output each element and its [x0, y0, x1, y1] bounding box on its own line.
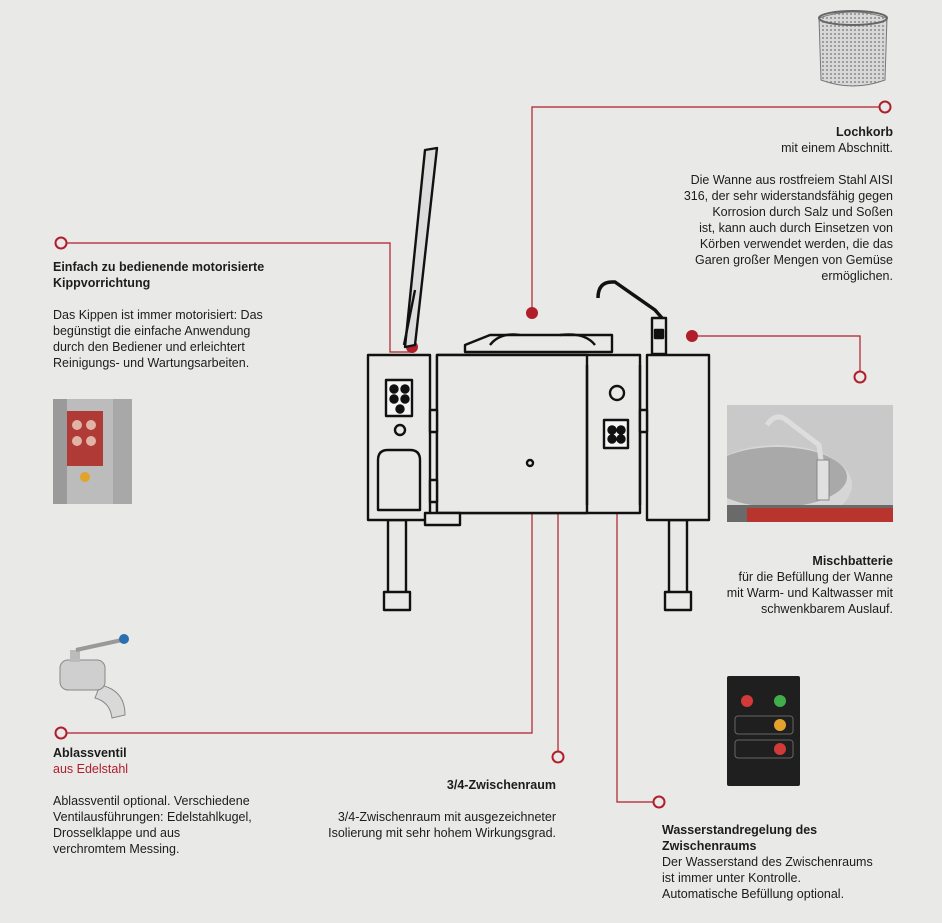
callout-lochkorb: Lochkorb mit einem Abschnitt. Die Wanne …: [640, 124, 893, 284]
kettle-diagram: [366, 146, 711, 612]
callout-body-line: Reinigungs- und Wartungsarbeiten.: [53, 356, 250, 370]
callout-body-line: ist, kann auch durch Einsetzen von: [699, 221, 893, 235]
callout-body-line: Automatische Befüllung optional.: [662, 887, 845, 901]
callout-body-line: 3/4-Zwischenraum mit ausgezeichneter: [337, 810, 556, 824]
callout-title: Zwischenraums: [662, 839, 757, 853]
marker-ring-ablass: [54, 726, 68, 740]
callout-body-line: für die Befüllung der Wanne: [738, 570, 894, 584]
callout-body-line: schwenkbarem Auslauf.: [760, 602, 893, 616]
callout-ablassventil: Ablassventil aus Edelstahl Ablassventil …: [53, 745, 313, 857]
callout-title: Einfach zu bedienende motorisierte: [53, 260, 265, 274]
callout-title: Mischbatterie: [812, 554, 893, 568]
callout-body-line: 316, der sehr widerstandsfähig gegen: [683, 189, 893, 203]
callout-title: Lochkorb: [836, 125, 893, 139]
callout-body-line: Ablassventil optional. Verschiedene: [53, 794, 250, 808]
callout-body-line: durch den Bediener und erleichtert: [53, 340, 245, 354]
marker-ring-kipp: [54, 236, 68, 250]
water-control-panel-image: [727, 676, 800, 786]
drain-valve-image: [59, 634, 129, 719]
callout-mischbatterie: Mischbatterie für die Befüllung der Wann…: [663, 553, 893, 617]
marker-ring-mischbatterie: [853, 370, 867, 384]
marker-ring-lochkorb: [878, 100, 892, 114]
callout-body-line: ermöglichen.: [821, 269, 893, 283]
callout-subtitle: aus Edelstahl: [53, 762, 129, 776]
callout-body-line: ist immer unter Kontrolle.: [662, 871, 801, 885]
marker-dot-lochkorb: [526, 307, 538, 319]
callout-body-line: Die Wanne aus rostfreiem Stahl AISI: [690, 173, 893, 187]
marker-dot-mischbatterie: [686, 330, 698, 342]
callout-body-line: mit Warm- und Kaltwasser mit: [726, 586, 893, 600]
callout-body-line: verchromtem Messing.: [53, 842, 180, 856]
marker-ring-wasser: [652, 795, 666, 809]
callout-body-line: Der Wasserstand des Zwischenraums: [662, 855, 873, 869]
callout-body-line: Das Kippen ist immer motorisiert: Das: [53, 308, 263, 322]
callout-zwischenraum: 3/4-Zwischenraum 3/4-Zwischenraum mit au…: [296, 777, 556, 841]
callout-body-line: Isolierung mit sehr hohem Wirkungsgrad.: [328, 826, 556, 840]
callout-title: 3/4-Zwischenraum: [446, 778, 556, 792]
callout-title: Kippvorrichtung: [53, 276, 151, 290]
callout-subtitle: mit einem Abschnitt.: [781, 141, 893, 155]
callout-body-line: Garen großer Mengen von Gemüse: [694, 253, 893, 267]
basket-image: [818, 10, 888, 87]
callout-body-line: Drosselklappe und aus: [53, 826, 181, 840]
callout-body-line: Körben verwendet werden, die das: [699, 237, 893, 251]
callout-title: Ablassventil: [53, 746, 127, 760]
faucet-image: [727, 405, 893, 522]
callout-wasserstand: Wasserstandregelung des Zwischenraums De…: [662, 822, 922, 902]
callout-kipp: Einfach zu bedienende motorisierte Kippv…: [53, 259, 313, 371]
callout-body-line: begünstigt die einfache Anwendung: [53, 324, 251, 338]
marker-ring-zwischenraum: [551, 750, 565, 764]
control-panel-image: [53, 399, 132, 504]
callout-title: Wasserstandregelung des: [662, 823, 818, 837]
callout-body-line: Korrosion durch Salz und Soßen: [712, 205, 893, 219]
callout-body-line: Ventilausführungen: Edelstahlkugel,: [53, 810, 252, 824]
